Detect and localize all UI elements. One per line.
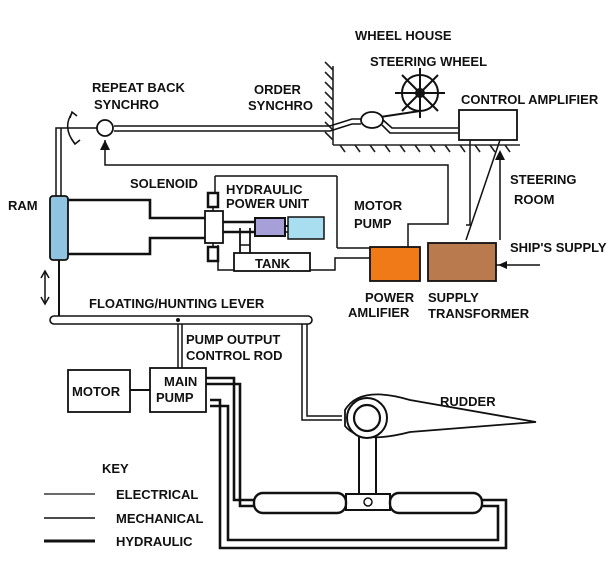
order-synchro xyxy=(360,111,458,134)
motor-box xyxy=(67,369,131,413)
order-synchro-label: SYNCHRO xyxy=(248,98,314,113)
steering-label: STEERING xyxy=(510,172,577,187)
power-label: POWER xyxy=(365,290,415,305)
steering-room-arrow-icon xyxy=(495,150,505,160)
control-rod-label: CONTROL ROD xyxy=(186,348,283,363)
repeat-synchro-label: SYNCHRO xyxy=(94,97,160,112)
supply-transformer-box xyxy=(427,242,497,282)
ram-label: RAM xyxy=(8,198,38,213)
repeat-back-synchro xyxy=(66,110,361,146)
rudder-label: RUDDER xyxy=(440,394,496,409)
amplifier-label: AMLIFIER xyxy=(348,305,410,320)
solenoid-label: SOLENOID xyxy=(130,176,198,191)
motor-label: MOTOR xyxy=(72,384,121,399)
pump-label: PUMP xyxy=(156,390,194,405)
key-hydraulic-label: HYDRAULIC xyxy=(116,534,193,549)
repeat-back-arrow-icon xyxy=(100,140,110,150)
main-label: MAIN xyxy=(164,374,198,389)
floating-lever-label: FLOATING/HUNTING LEVER xyxy=(89,296,265,311)
steering-wheel-label: STEERING WHEEL xyxy=(370,54,488,69)
tank-box xyxy=(233,252,311,272)
power-amplifier-box xyxy=(369,246,421,282)
transformer-label: TRANSFORMER xyxy=(428,306,530,321)
control-amplifier-box xyxy=(458,109,518,141)
wheel-house-label: WHEEL HOUSE xyxy=(355,28,452,43)
order-label: ORDER xyxy=(254,82,301,97)
key-title: KEY xyxy=(102,461,129,476)
tank-label: TANK xyxy=(255,256,291,271)
ships-supply-arrow-icon xyxy=(498,261,507,269)
key-mechanical-label: MECHANICAL xyxy=(116,511,204,526)
steering-gear-cylinders xyxy=(252,491,484,515)
rudder xyxy=(344,393,537,511)
room-label: ROOM xyxy=(514,192,555,207)
supply-label: SUPPLY xyxy=(428,290,479,305)
main-pump-box xyxy=(149,367,207,413)
control-amplifier-label: CONTROL AMPLIFIER xyxy=(461,92,599,107)
floating-hunting-lever xyxy=(49,315,313,325)
mechanical-rods xyxy=(177,324,342,421)
power-unit-label: POWER UNIT xyxy=(226,196,310,211)
ram-cylinder xyxy=(49,195,69,261)
hydraulic-power-unit xyxy=(223,216,325,253)
ram-hydraulic-pipes xyxy=(68,198,205,256)
ships-supply-label: SHIP'S SUPPLY xyxy=(510,240,607,255)
key-electrical-label: ELECTRICAL xyxy=(116,487,199,502)
pump-output-label: PUMP OUTPUT xyxy=(186,332,281,347)
solenoid-valve xyxy=(204,191,224,263)
ram-movement-arrow-icon xyxy=(40,269,50,306)
main-hydraulic-pipes xyxy=(206,376,508,550)
repeat-back-label: REPEAT BACK xyxy=(92,80,185,95)
steering-wheel-icon xyxy=(379,68,445,118)
key-legend xyxy=(44,493,95,543)
motor-pump-label: MOTOR xyxy=(354,198,403,213)
wheelhouse-bulkhead xyxy=(324,61,520,153)
hydraulic-label: HYDRAULIC xyxy=(226,182,303,197)
motor-pump-label-2: PUMP xyxy=(354,216,392,231)
